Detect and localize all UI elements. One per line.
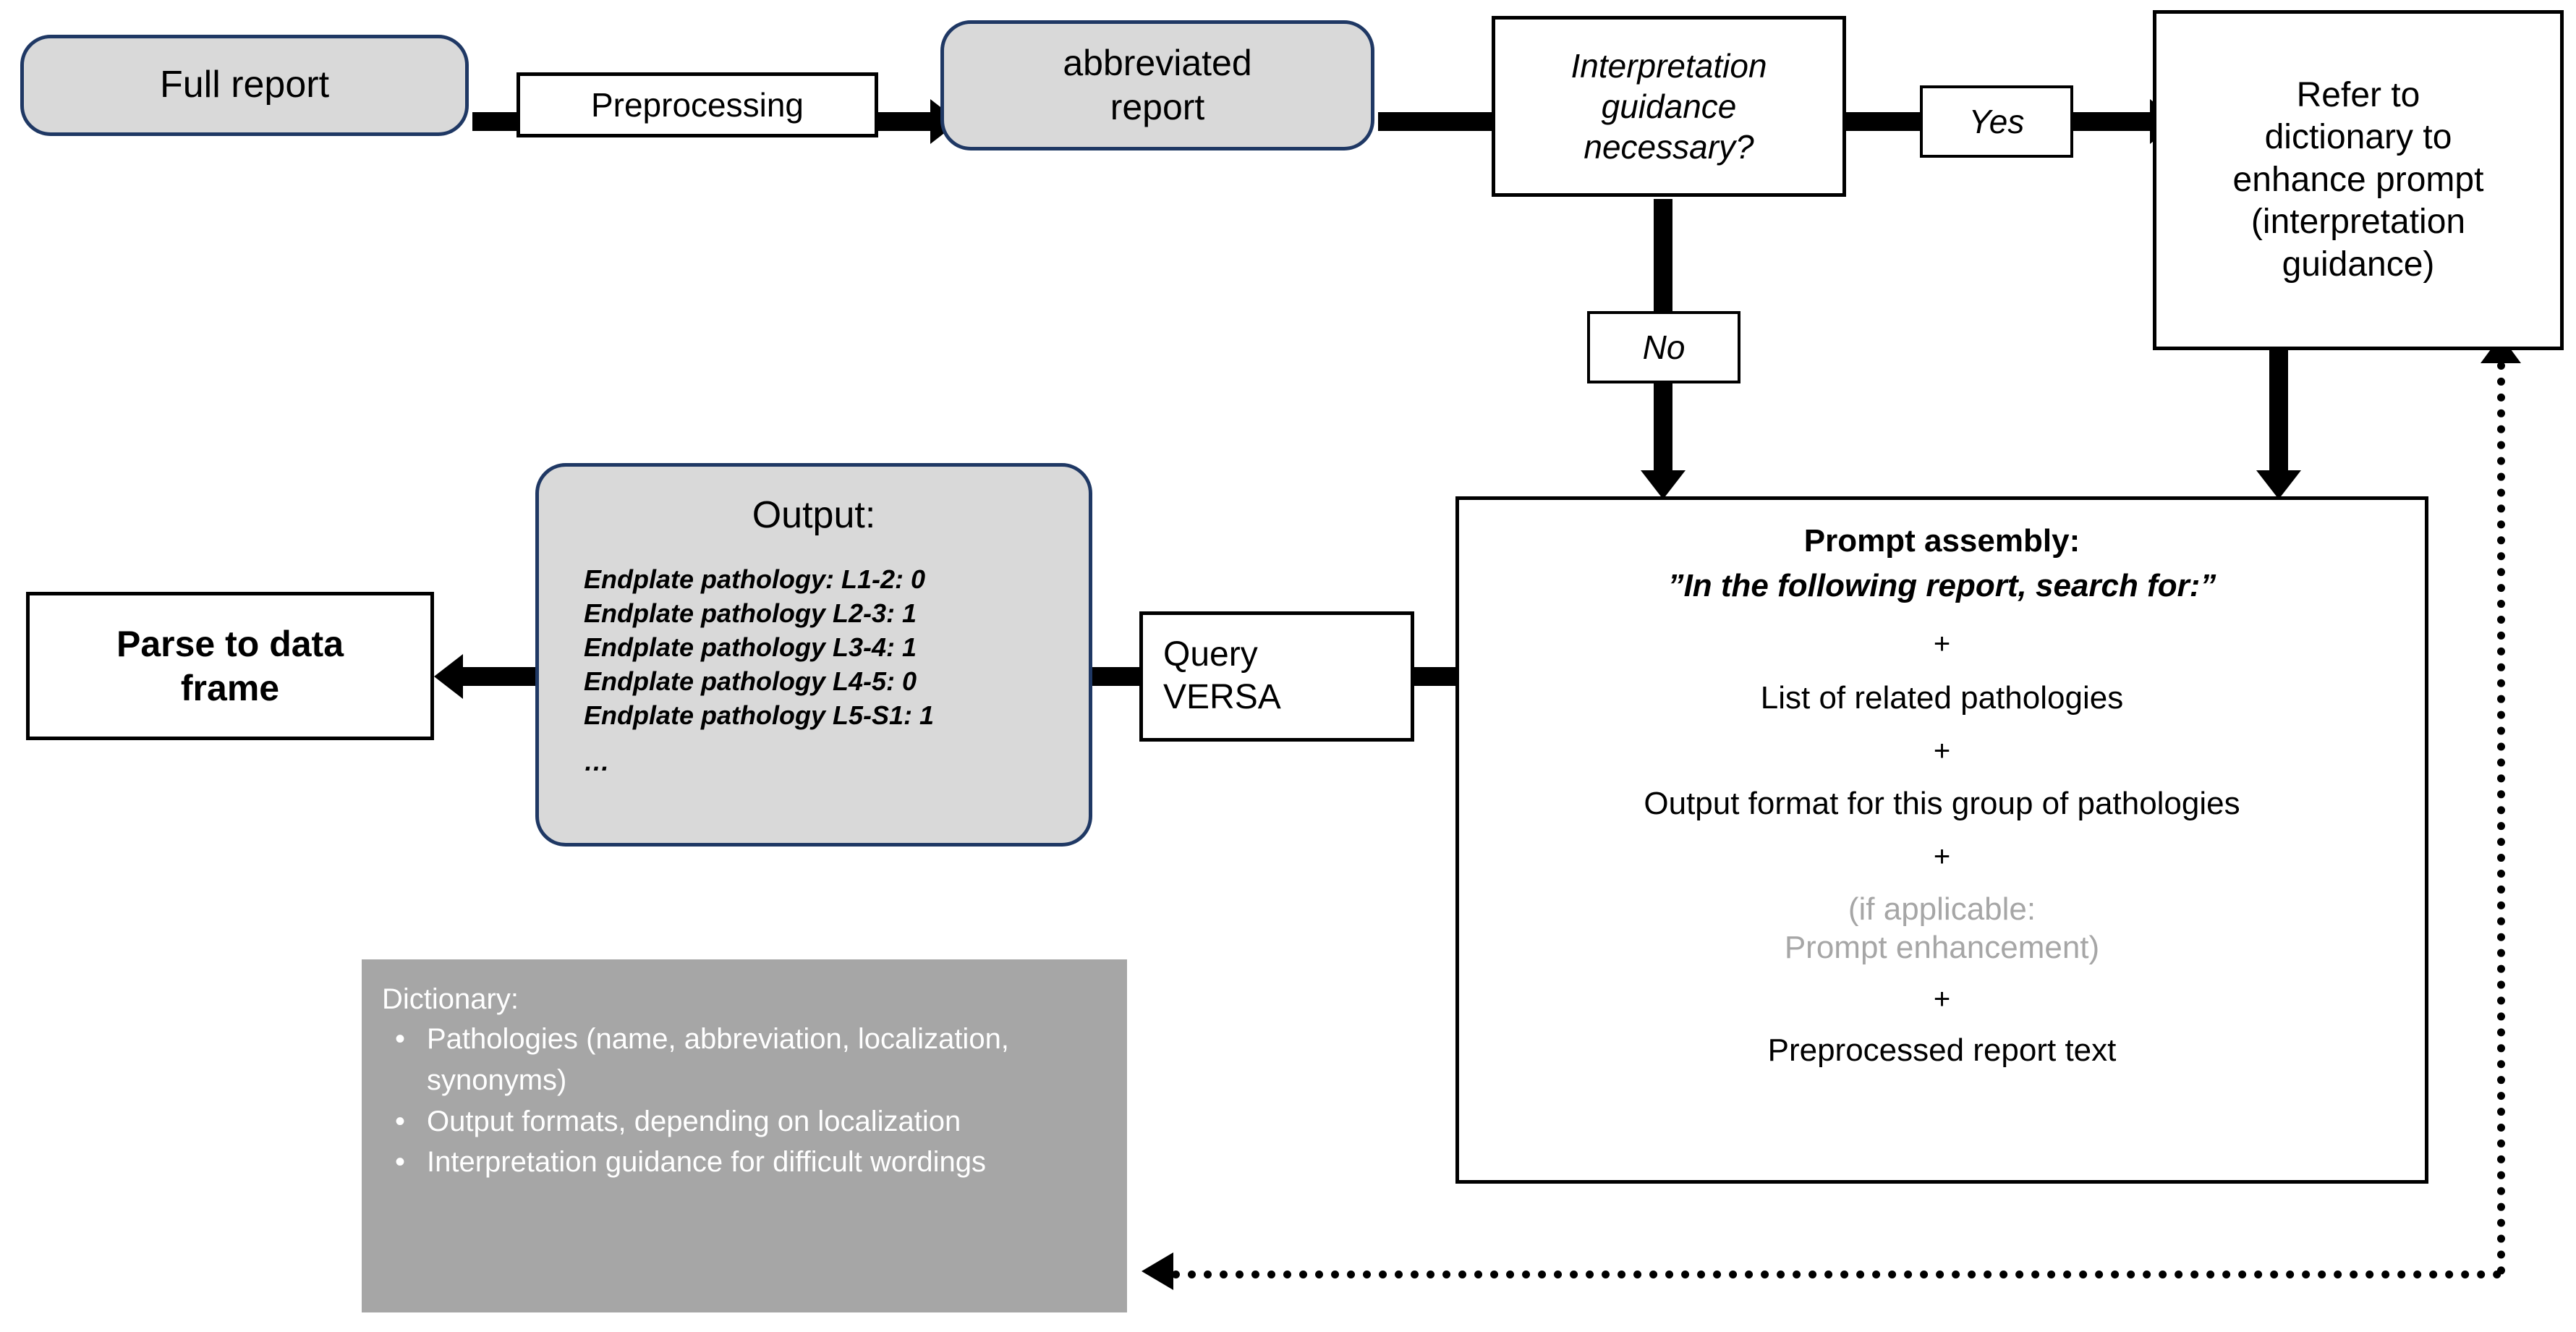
prompt-assembly-optional-line-2: Prompt enhancement) [1784, 930, 2100, 966]
connector-output-parse-line [463, 667, 543, 686]
prompt-assembly-optional-line-1: (if applicable: [1848, 891, 2036, 927]
decision-line2: guidance [1601, 87, 1737, 125]
connector-decision-prompt-head [1641, 470, 1686, 499]
node-parse-to-data-frame[interactable]: Parse to data frame [26, 592, 434, 740]
node-full-report[interactable]: Full report [20, 35, 469, 136]
label-no: No [1587, 311, 1740, 383]
dictionary-title: Dictionary: [382, 983, 519, 1015]
node-output[interactable]: Output: Endplate pathology: L1-2: 0 Endp… [535, 463, 1092, 847]
prompt-assembly-plus-3: + [1933, 840, 1951, 873]
node-prompt-assembly[interactable]: Prompt assembly: ”In the following repor… [1455, 496, 2428, 1184]
parse-line1: Parse to data [116, 623, 344, 664]
connector-output-parse-head [434, 654, 463, 699]
dictionary-item-2: Output formats, depending on localizatio… [427, 1105, 961, 1137]
node-abbreviated-report-line1: abbreviated [1063, 43, 1252, 83]
dictionary-list-item: • Pathologies (name, abbreviation, local… [382, 1019, 1110, 1101]
refer-line3: enhance prompt [2232, 160, 2484, 199]
query-versa-line2: VERSA [1163, 678, 1281, 716]
node-abbreviated-report-line2: report [1110, 87, 1205, 127]
feedback-dotted-vertical [2497, 362, 2505, 1275]
query-versa-line1: Query [1163, 635, 1258, 674]
prompt-assembly-item-1: List of related pathologies [1760, 680, 2124, 716]
node-refer-to-dictionary[interactable]: Refer to dictionary to enhance prompt (i… [2153, 10, 2564, 350]
bullet-icon: • [395, 1146, 406, 1179]
output-lines: Endplate pathology: L1-2: 0 Endplate pat… [539, 563, 1089, 779]
output-ellipsis: … [584, 747, 610, 777]
connector-abbrev-decision [1378, 112, 1494, 131]
node-interpretation-decision[interactable]: Interpretation guidance necessary? [1492, 16, 1846, 197]
node-query-versa[interactable]: Query VERSA [1139, 611, 1414, 742]
refer-line2: dictionary to [2264, 118, 2452, 157]
refer-line4: (interpretation [2250, 203, 2466, 242]
bullet-icon: • [395, 1105, 406, 1137]
node-preprocessing-label: Preprocessing [590, 85, 804, 124]
node-full-report-label: Full report [159, 64, 330, 106]
prompt-assembly-item-2: Output format for this group of patholog… [1644, 786, 2240, 822]
output-line-4: Endplate pathology L4-5: 0 [584, 666, 917, 696]
prompt-assembly-plus-4: + [1933, 983, 1951, 1016]
output-line-5: Endplate pathology L5-S1: 1 [584, 700, 935, 730]
dictionary-item-1: Pathologies (name, abbreviation, localiz… [427, 1023, 1009, 1096]
refer-line1: Refer to [2296, 75, 2420, 114]
prompt-assembly-title: Prompt assembly: [1803, 523, 2080, 559]
prompt-assembly-item-3: Preprocessed report text [1767, 1032, 2117, 1069]
dictionary-list-item: • Interpretation guidance for difficult … [382, 1142, 1110, 1183]
decision-line3: necessary? [1584, 128, 1754, 166]
dictionary-list-item: • Output formats, depending on localizat… [382, 1101, 1110, 1142]
output-title: Output: [752, 494, 876, 536]
parse-line2: frame [180, 667, 280, 708]
refer-line5: guidance) [2282, 245, 2435, 284]
connector-preprocessing-abbrev-line [876, 112, 930, 131]
output-line-1: Endplate pathology: L1-2: 0 [584, 564, 926, 595]
feedback-dotted-horizontal [1172, 1271, 2501, 1278]
prompt-assembly-quote: ”In the following report, search for:” [1667, 567, 2216, 603]
node-preprocessing[interactable]: Preprocessing [517, 72, 878, 137]
output-line-2: Endplate pathology L2-3: 1 [584, 598, 917, 629]
panel-dictionary[interactable]: Dictionary: • Pathologies (name, abbrevi… [362, 959, 1127, 1312]
label-yes: Yes [1920, 85, 2073, 158]
prompt-assembly-plus-2: + [1933, 735, 1951, 768]
node-abbreviated-report[interactable]: abbreviated report [940, 20, 1374, 150]
label-no-text: No [1642, 328, 1686, 366]
connector-refer-prompt-head [2256, 470, 2301, 499]
connector-decision-yes [1839, 112, 1923, 131]
prompt-assembly-plus-1: + [1933, 628, 1951, 661]
output-line-3: Endplate pathology L3-4: 1 [584, 632, 917, 663]
dictionary-item-3: Interpretation guidance for difficult wo… [427, 1146, 987, 1179]
connector-query-output [1092, 667, 1145, 686]
feedback-dotted-arrow-head [1142, 1252, 1173, 1290]
decision-line1: Interpretation [1570, 46, 1767, 85]
connector-yes-refer-line [2070, 112, 2150, 131]
bullet-icon: • [395, 1023, 406, 1055]
connector-fullreport-preprocessing [472, 112, 518, 131]
connector-refer-prompt-line [2269, 347, 2288, 485]
label-yes-text: Yes [1968, 102, 2025, 140]
